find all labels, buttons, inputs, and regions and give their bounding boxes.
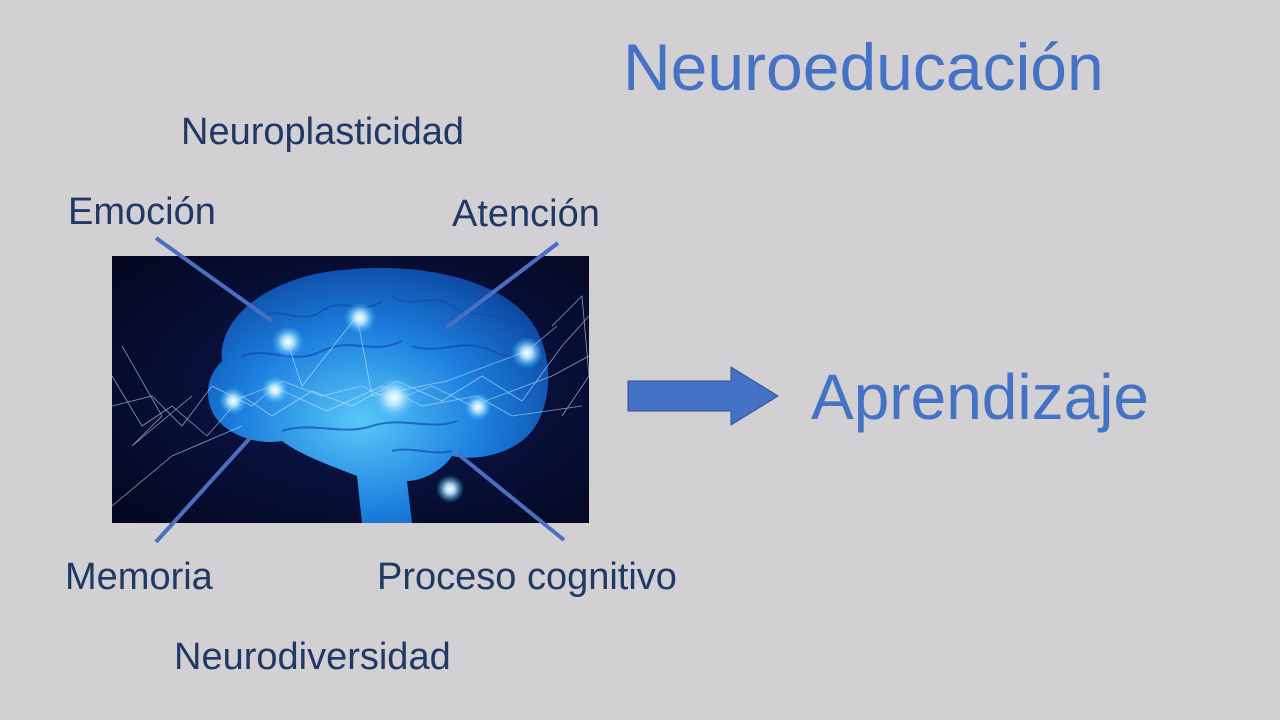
concept-neuroplasticidad: Neuroplasticidad [181,111,465,153]
brain-network-image [112,256,589,523]
concept-proceso-cognitivo: Proceso cognitivo [377,556,677,598]
concept-neurodiversidad: Neurodiversidad [174,636,451,678]
slide-title: Neuroeducación [623,30,1104,104]
right-arrow-icon [627,366,779,426]
concept-emocion: Emoción [68,191,216,233]
concept-memoria: Memoria [65,556,213,598]
concept-atencion: Atención [452,193,600,235]
outcome-label: Aprendizaje [811,361,1149,433]
